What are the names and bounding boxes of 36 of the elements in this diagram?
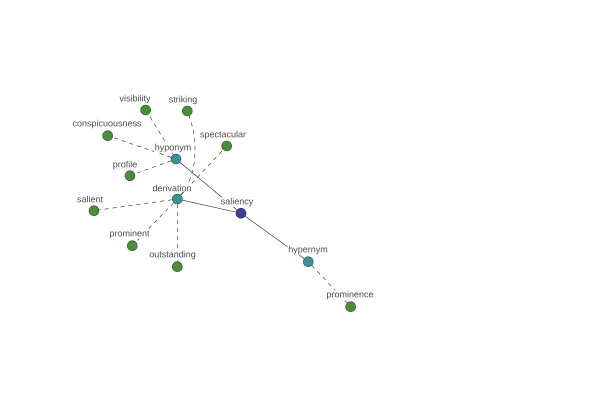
node-label: visibility bbox=[118, 94, 152, 104]
connector bbox=[136, 202, 174, 242]
connector bbox=[180, 116, 196, 196]
node-label: prominent bbox=[108, 229, 150, 239]
circle-node bbox=[236, 208, 246, 219]
circle-node bbox=[124, 170, 136, 181]
circle-node bbox=[88, 205, 100, 216]
connector bbox=[312, 265, 348, 304]
circle-node bbox=[182, 106, 193, 116]
circle-node bbox=[170, 154, 182, 164]
circle-node bbox=[345, 301, 356, 312]
circle-node bbox=[127, 240, 138, 251]
node-label: spectacular bbox=[199, 130, 247, 140]
node-label: saliency bbox=[220, 197, 254, 207]
connector bbox=[148, 114, 174, 155]
node-label: profile bbox=[112, 160, 138, 170]
connector bbox=[180, 150, 224, 196]
circle-node bbox=[303, 256, 314, 267]
circle-node bbox=[140, 104, 151, 116]
node-label: hyponym bbox=[154, 143, 192, 153]
connector bbox=[112, 137, 172, 158]
circle-node bbox=[221, 140, 232, 152]
connector bbox=[134, 160, 172, 174]
node-label: prominence bbox=[326, 290, 374, 300]
connector bbox=[182, 200, 236, 212]
node-label: striking bbox=[168, 95, 198, 105]
circle-node bbox=[172, 194, 183, 204]
circle-node bbox=[102, 130, 113, 141]
node-label: derivation bbox=[152, 184, 192, 192]
connector bbox=[177, 204, 178, 262]
connector bbox=[98, 199, 172, 210]
node-label: outstanding bbox=[148, 250, 196, 260]
node-label: hypernym bbox=[288, 245, 328, 255]
node-label: salient bbox=[76, 195, 104, 203]
circle-node bbox=[172, 261, 183, 272]
node-label: conspicuousness bbox=[72, 119, 142, 129]
